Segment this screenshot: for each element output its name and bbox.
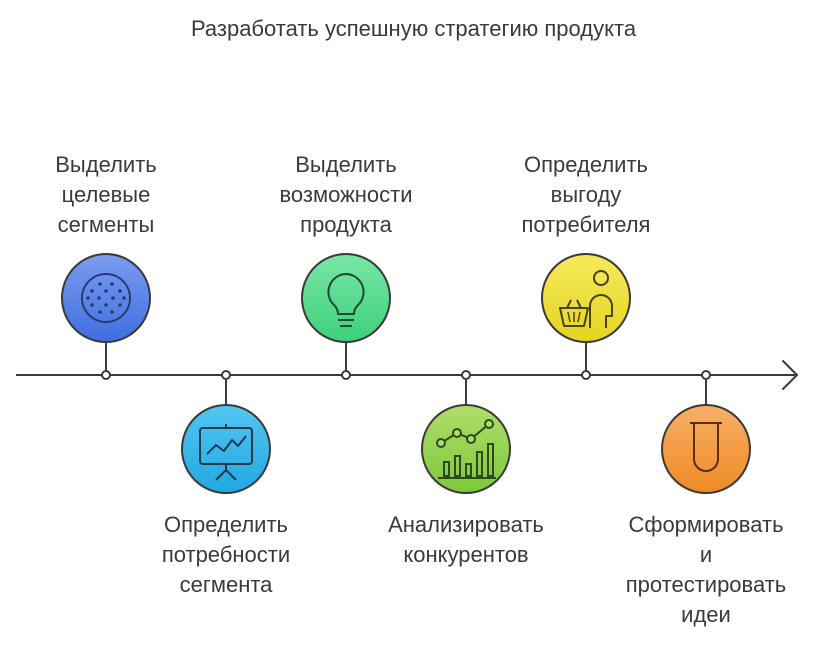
step-label-4: Анализировать конкурентов — [388, 512, 544, 567]
lightbulb-icon — [301, 253, 391, 343]
presentation-chart-icon — [181, 404, 271, 494]
step-label-2: Определить потребности сегмента — [161, 512, 291, 597]
timeline-node-3 — [341, 370, 351, 380]
timeline-arrowhead — [782, 360, 798, 390]
timeline-node-5 — [581, 370, 591, 380]
shopper-basket-icon — [541, 253, 631, 343]
step-label-3: Выделить возможности продукта — [279, 152, 413, 237]
diagram-title: Разработать успешную стратегию продукта — [190, 16, 637, 41]
step-label-6: Сформировать и протестировать идеи — [625, 512, 787, 627]
test-tube-icon — [661, 404, 751, 494]
timeline-node-2 — [221, 370, 231, 380]
step-label-5: Определить выгоду потребителя — [521, 152, 651, 237]
timeline-node-1 — [101, 370, 111, 380]
timeline-node-4 — [461, 370, 471, 380]
dots-circle-icon — [61, 253, 151, 343]
growth-chart-icon — [421, 404, 511, 494]
timeline-node-6 — [701, 370, 711, 380]
step-label-1: Выделить целевые сегменты — [55, 152, 157, 237]
